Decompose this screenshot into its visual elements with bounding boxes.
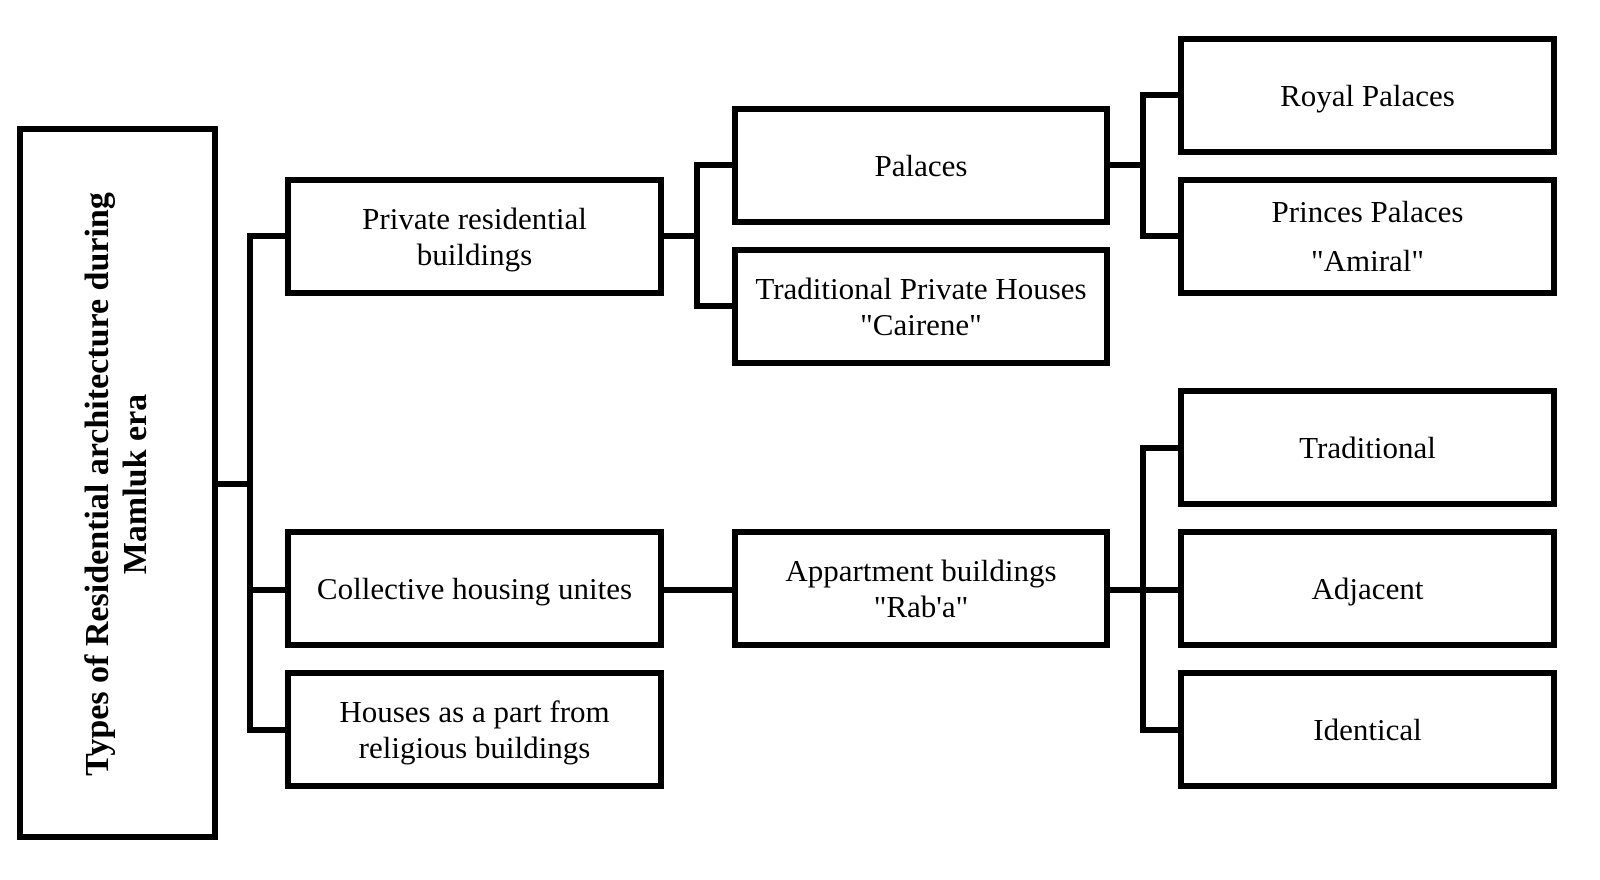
node-label-line1: Royal Palaces: [1280, 77, 1455, 113]
node-religious-houses: Houses as a part from religious building…: [285, 670, 664, 789]
connector-to-palaces: [694, 162, 736, 168]
node-collective-housing: Collective housing unites: [285, 529, 664, 648]
root-node-box: [17, 126, 218, 840]
connector-to-traditional: [1140, 445, 1182, 451]
node-label-line1: Princes Palaces: [1271, 194, 1464, 229]
node-label-line1: Private residential: [362, 200, 587, 236]
connector-private-out: [658, 233, 699, 239]
connector-to-collective: [247, 587, 289, 593]
node-label-line2: "Rab'a": [873, 588, 969, 624]
root-label-line2: Mamluk era: [117, 393, 154, 575]
node-label-line1: Appartment buildings: [785, 552, 1057, 588]
connector-level1-spine: [247, 233, 253, 733]
connector-to-traditional-houses: [694, 303, 736, 309]
node-label-line2: "Amiral": [1310, 243, 1425, 278]
node-traditional: Traditional: [1178, 388, 1557, 507]
node-royal-palaces: Royal Palaces: [1178, 36, 1557, 155]
node-label-line1: Palaces: [874, 147, 968, 183]
connector-to-religious: [247, 727, 289, 733]
connector-apartments-spine: [1140, 445, 1146, 733]
node-identical: Identical: [1178, 670, 1557, 789]
node-apartment-buildings: Appartment buildings "Rab'a": [732, 529, 1110, 648]
node-label-line1: Adjacent: [1311, 570, 1424, 606]
connector-to-private: [247, 233, 289, 239]
root-node-label: Types of Residential architecture during…: [79, 124, 155, 844]
connector-root-out: [212, 481, 252, 487]
connector-palaces-spine: [1140, 92, 1146, 239]
node-label-line2: "Cairene": [860, 306, 982, 342]
node-label-line1: Houses as a part from: [339, 693, 610, 729]
connector-collective-to-apartments: [658, 587, 736, 593]
connector-palaces-out: [1104, 162, 1145, 168]
connector-private-spine: [694, 162, 700, 309]
node-palaces: Palaces: [732, 106, 1110, 225]
node-label-line1: Collective housing unites: [316, 570, 633, 606]
connector-to-royal: [1140, 92, 1182, 98]
node-label-line1: Traditional Private Houses: [755, 270, 1087, 306]
connector-to-identical: [1140, 727, 1182, 733]
root-label-line1: Types of Residential architecture during: [79, 192, 116, 776]
node-traditional-private-houses: Traditional Private Houses "Cairene": [732, 247, 1110, 366]
node-label-line2: buildings: [416, 236, 533, 272]
node-adjacent: Adjacent: [1178, 529, 1557, 648]
node-label-line1: Traditional: [1299, 429, 1436, 465]
node-private-residential: Private residential buildings: [285, 177, 664, 296]
node-label-line2: religious buildings: [358, 729, 591, 765]
node-princes-palaces: Princes Palaces "Amiral": [1178, 177, 1557, 296]
node-label-line1: Identical: [1313, 711, 1422, 747]
connector-to-princes: [1140, 233, 1182, 239]
